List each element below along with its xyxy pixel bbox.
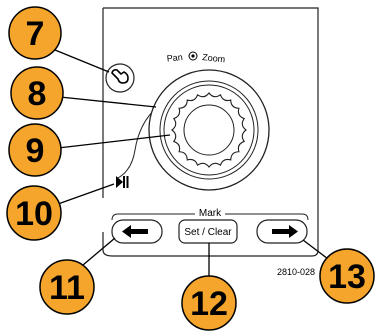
callout-9: 9: [8, 123, 62, 177]
play-pause-button[interactable]: [116, 176, 129, 188]
figure-code: 2810-028: [277, 267, 315, 277]
pan-inner-knob[interactable]: [171, 92, 247, 168]
set-clear-label: Set / Clear: [184, 227, 232, 238]
svg-text:8: 8: [28, 75, 47, 113]
zoom-label: Zoom: [202, 52, 226, 64]
mark-group-label: Mark: [199, 208, 222, 219]
callout-10: 10: [6, 185, 62, 241]
wrench-button[interactable]: [105, 63, 135, 93]
svg-text:7: 7: [26, 15, 45, 53]
mark-group-bracket: [111, 213, 309, 221]
callout-12: 12: [181, 275, 237, 331]
leader-8: [59, 96, 157, 108]
callout-11: 11: [39, 259, 95, 315]
callout-8: 8: [10, 66, 64, 120]
play-pause-icon: [116, 176, 123, 188]
svg-text:12: 12: [190, 285, 228, 323]
callout-7: 7: [8, 6, 62, 60]
previous-mark-button[interactable]: [111, 219, 163, 244]
leader-9: [57, 134, 171, 149]
pan-knob-center: [183, 104, 235, 156]
pan-zoom-label: Pan Zoom: [166, 51, 226, 64]
pan-zoom-knob[interactable]: [148, 69, 270, 191]
wrench-icon: [111, 69, 129, 84]
svg-text:9: 9: [26, 132, 45, 170]
panel-notch-curve: [117, 104, 161, 179]
next-mark-button[interactable]: [256, 219, 308, 244]
pan-label: Pan: [166, 52, 183, 64]
arrow-right-icon: [272, 225, 298, 238]
set-clear-button[interactable]: Set / Clear: [178, 219, 238, 244]
svg-text:11: 11: [49, 269, 85, 307]
pan-zoom-separator-icon: [188, 51, 198, 61]
svg-text:13: 13: [328, 258, 366, 296]
svg-text:10: 10: [15, 195, 53, 233]
arrow-left-icon: [122, 225, 148, 238]
leader-7: [54, 49, 110, 73]
leader-10: [57, 183, 115, 205]
leader-11: [82, 237, 116, 266]
callout-13: 13: [319, 248, 375, 304]
